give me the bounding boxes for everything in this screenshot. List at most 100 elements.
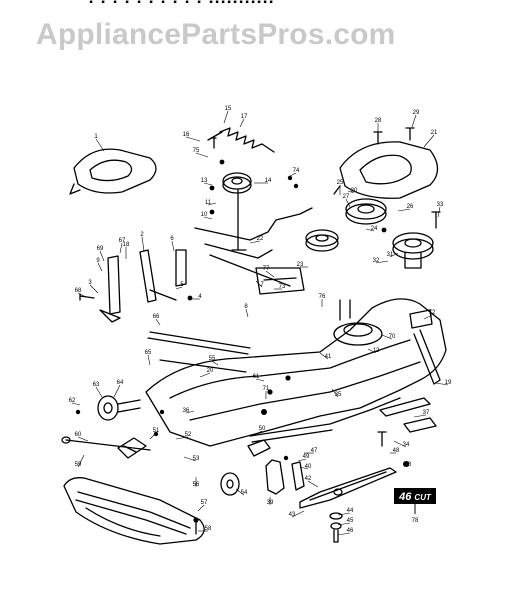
lift-links <box>147 331 251 373</box>
callout-22: 22 <box>257 236 264 242</box>
callout-20: 20 <box>207 368 214 374</box>
callout-38: 38 <box>405 462 412 468</box>
callout-64: 64 <box>117 380 124 386</box>
callout-53: 53 <box>193 456 200 462</box>
spring <box>207 127 275 153</box>
callout-12: 12 <box>373 348 380 354</box>
deck-hangers-left <box>99 249 187 323</box>
callout-27: 27 <box>343 194 350 200</box>
callout-17: 17 <box>241 114 248 120</box>
callout-leader-45 <box>337 522 351 526</box>
callout-24: 24 <box>371 226 378 232</box>
callout-35: 35 <box>335 392 342 398</box>
callout-leader-46 <box>337 532 351 536</box>
callout-3: 3 <box>88 280 92 286</box>
callout-68: 68 <box>75 288 82 294</box>
callout-49: 49 <box>303 454 310 460</box>
callout-77: 77 <box>263 266 270 272</box>
callout-leader-51 <box>149 432 157 440</box>
callout-leader-42 <box>307 480 319 488</box>
callout-2: 2 <box>140 232 144 238</box>
callout-62: 62 <box>69 398 76 404</box>
belt-guard-left <box>69 148 157 195</box>
callout-leader-70 <box>381 334 393 340</box>
callout-59: 59 <box>75 462 82 468</box>
gauge-wheel-left <box>97 395 141 421</box>
blade-hardware <box>329 512 343 543</box>
callout-leader-77 <box>265 270 275 278</box>
callout-leader-57 <box>197 504 205 512</box>
idler-pulley-right <box>345 198 387 225</box>
idler-pulley-upper <box>222 172 252 194</box>
callout-51: 51 <box>153 428 160 434</box>
callout-1: 1 <box>94 134 98 140</box>
callout-leader-11 <box>207 202 217 206</box>
callout-63: 63 <box>93 382 100 388</box>
callout-21: 21 <box>431 130 438 136</box>
callout-leader-24 <box>365 228 375 232</box>
callout-leader-67 <box>119 242 123 254</box>
callout-leader-59 <box>77 454 85 468</box>
callout-67: 67 <box>119 238 126 244</box>
callout-10: 10 <box>201 212 208 218</box>
callout-leader-29 <box>411 114 417 128</box>
callout-23: 23 <box>297 262 304 268</box>
callout-40: 40 <box>305 464 312 470</box>
callout-leader-49 <box>297 458 307 462</box>
callout-leader-13 <box>203 182 213 186</box>
idler-arm-assembly <box>194 189 313 295</box>
callout-66: 66 <box>153 314 160 320</box>
callout-71: 71 <box>263 386 270 392</box>
callout-leader-53 <box>183 456 197 462</box>
callout-14: 14 <box>265 178 272 184</box>
hardware-bolts <box>79 127 441 535</box>
callout-leader-12 <box>367 348 377 354</box>
callout-13: 13 <box>201 178 208 184</box>
idler-pulley-middle <box>305 229 339 252</box>
callout-30: 30 <box>351 188 358 194</box>
callout-leader-27 <box>345 198 351 208</box>
callout-26: 26 <box>407 204 414 210</box>
callout-16: 16 <box>183 132 190 138</box>
spindle-housing <box>247 439 305 495</box>
callout-42: 42 <box>305 476 312 482</box>
callout-36: 36 <box>183 408 190 414</box>
callout-leader-44 <box>337 512 351 516</box>
callout-7: 7 <box>260 282 264 288</box>
callout-leader-50 <box>253 430 263 436</box>
mower-blade <box>299 467 397 509</box>
fasteners <box>75 159 409 523</box>
callout-leader-3 <box>89 284 99 294</box>
callout-75: 75 <box>193 148 200 154</box>
callout-69: 69 <box>97 246 104 252</box>
callout-leader-7 <box>255 280 263 288</box>
callout-leader-33 <box>437 206 441 218</box>
callout-28: 28 <box>375 118 382 124</box>
callout-leader-52 <box>175 436 189 440</box>
callout-34: 34 <box>403 442 410 448</box>
callout-leader-8 <box>245 308 249 318</box>
cropped-header-text: ▪ ▪ ▪ ▪ ▪ ▪ ▪ ▪ ▪ ▪ ▪▪▪▪▪▪▪▪▪▪▪ <box>88 0 275 8</box>
callout-leader-72 <box>423 314 433 320</box>
callout-leader-54 <box>235 488 245 496</box>
callout-leader-10 <box>203 216 213 220</box>
callout-60: 60 <box>75 432 82 438</box>
callout-leader-9 <box>97 262 103 272</box>
callout-39: 39 <box>267 500 274 506</box>
callout-46: 46 <box>347 528 354 534</box>
callout-15: 15 <box>225 106 232 112</box>
callout-leader-37 <box>413 414 427 418</box>
callout-41: 41 <box>325 354 332 360</box>
callout-73: 73 <box>279 284 286 290</box>
callout-47: 47 <box>311 448 318 454</box>
right-deck-bracket <box>409 309 441 385</box>
callout-leader-21 <box>423 134 435 148</box>
callout-leader-65 <box>147 354 151 366</box>
deck-size-label: 46 CUT <box>398 491 432 503</box>
callout-leader-5 <box>175 286 183 290</box>
callout-76: 76 <box>319 294 326 300</box>
callout-19: 19 <box>445 380 452 386</box>
callout-leader-34 <box>393 440 407 448</box>
